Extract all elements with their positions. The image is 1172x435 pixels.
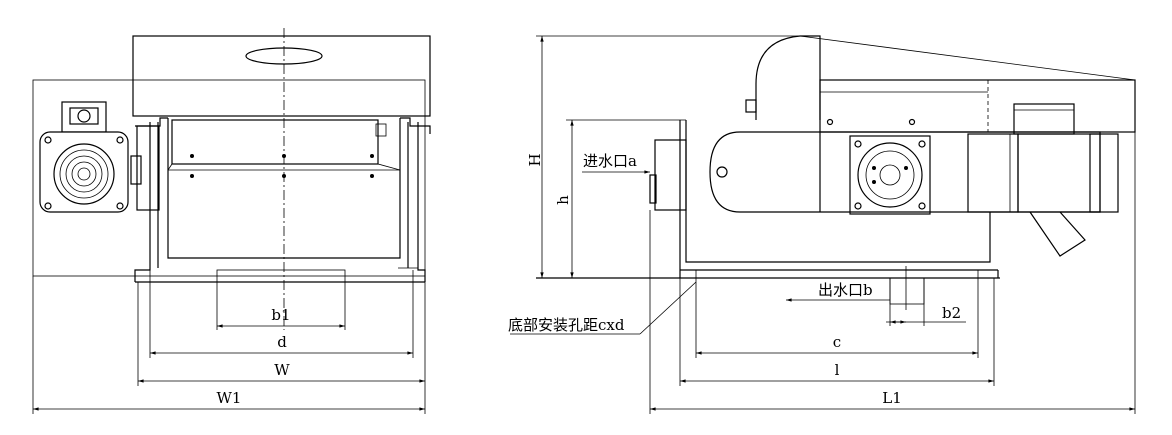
- dim-h: h: [554, 119, 686, 279]
- dim-W1: W1: [32, 276, 426, 414]
- side-motor-housing: [709, 131, 1101, 213]
- side-tank: [685, 120, 991, 263]
- front-filter-tray: [171, 119, 379, 165]
- label-outlet: 出水口b: [818, 281, 873, 299]
- front-view: b1 d W W1: [32, 28, 431, 414]
- label-b2: b2: [942, 304, 961, 322]
- dim-H: H: [526, 36, 544, 279]
- label-h: h: [554, 195, 572, 205]
- mount-callout: 底部安装孔距cxd: [508, 281, 697, 335]
- dim-L1: L1: [649, 210, 1135, 414]
- front-motor: [39, 101, 129, 213]
- label-inlet: 进水口a: [583, 152, 637, 170]
- label-H: H: [526, 153, 544, 166]
- dim-b1: b1: [216, 282, 346, 330]
- side-upper-box: [819, 79, 1136, 133]
- label-L1: L1: [882, 389, 902, 407]
- dim-W: W: [137, 282, 426, 386]
- dim-l: l: [679, 278, 995, 386]
- label-W1: W1: [217, 389, 242, 407]
- dim-c: c: [695, 270, 979, 358]
- inlet-callout: 进水口a: [582, 152, 650, 174]
- label-mount-holes: 底部安装孔距cxd: [508, 316, 625, 334]
- label-b1: b1: [271, 306, 290, 324]
- side-hood: [755, 35, 821, 120]
- front-top-cover: [132, 35, 431, 117]
- outlet-callout: 出水口b b2: [786, 266, 966, 326]
- front-enclosure-outline: [32, 79, 426, 277]
- label-d: d: [277, 333, 287, 351]
- label-l: l: [835, 361, 840, 379]
- side-outlet-nozzle: [1029, 211, 1086, 257]
- side-view: H h 进水口a 出水口b b2 底部安装孔距cxd: [508, 35, 1136, 414]
- label-c: c: [833, 333, 841, 351]
- side-fan: [849, 135, 931, 215]
- side-inlet-flange: [654, 139, 687, 211]
- label-W: W: [274, 361, 290, 379]
- dim-d: d: [149, 270, 414, 358]
